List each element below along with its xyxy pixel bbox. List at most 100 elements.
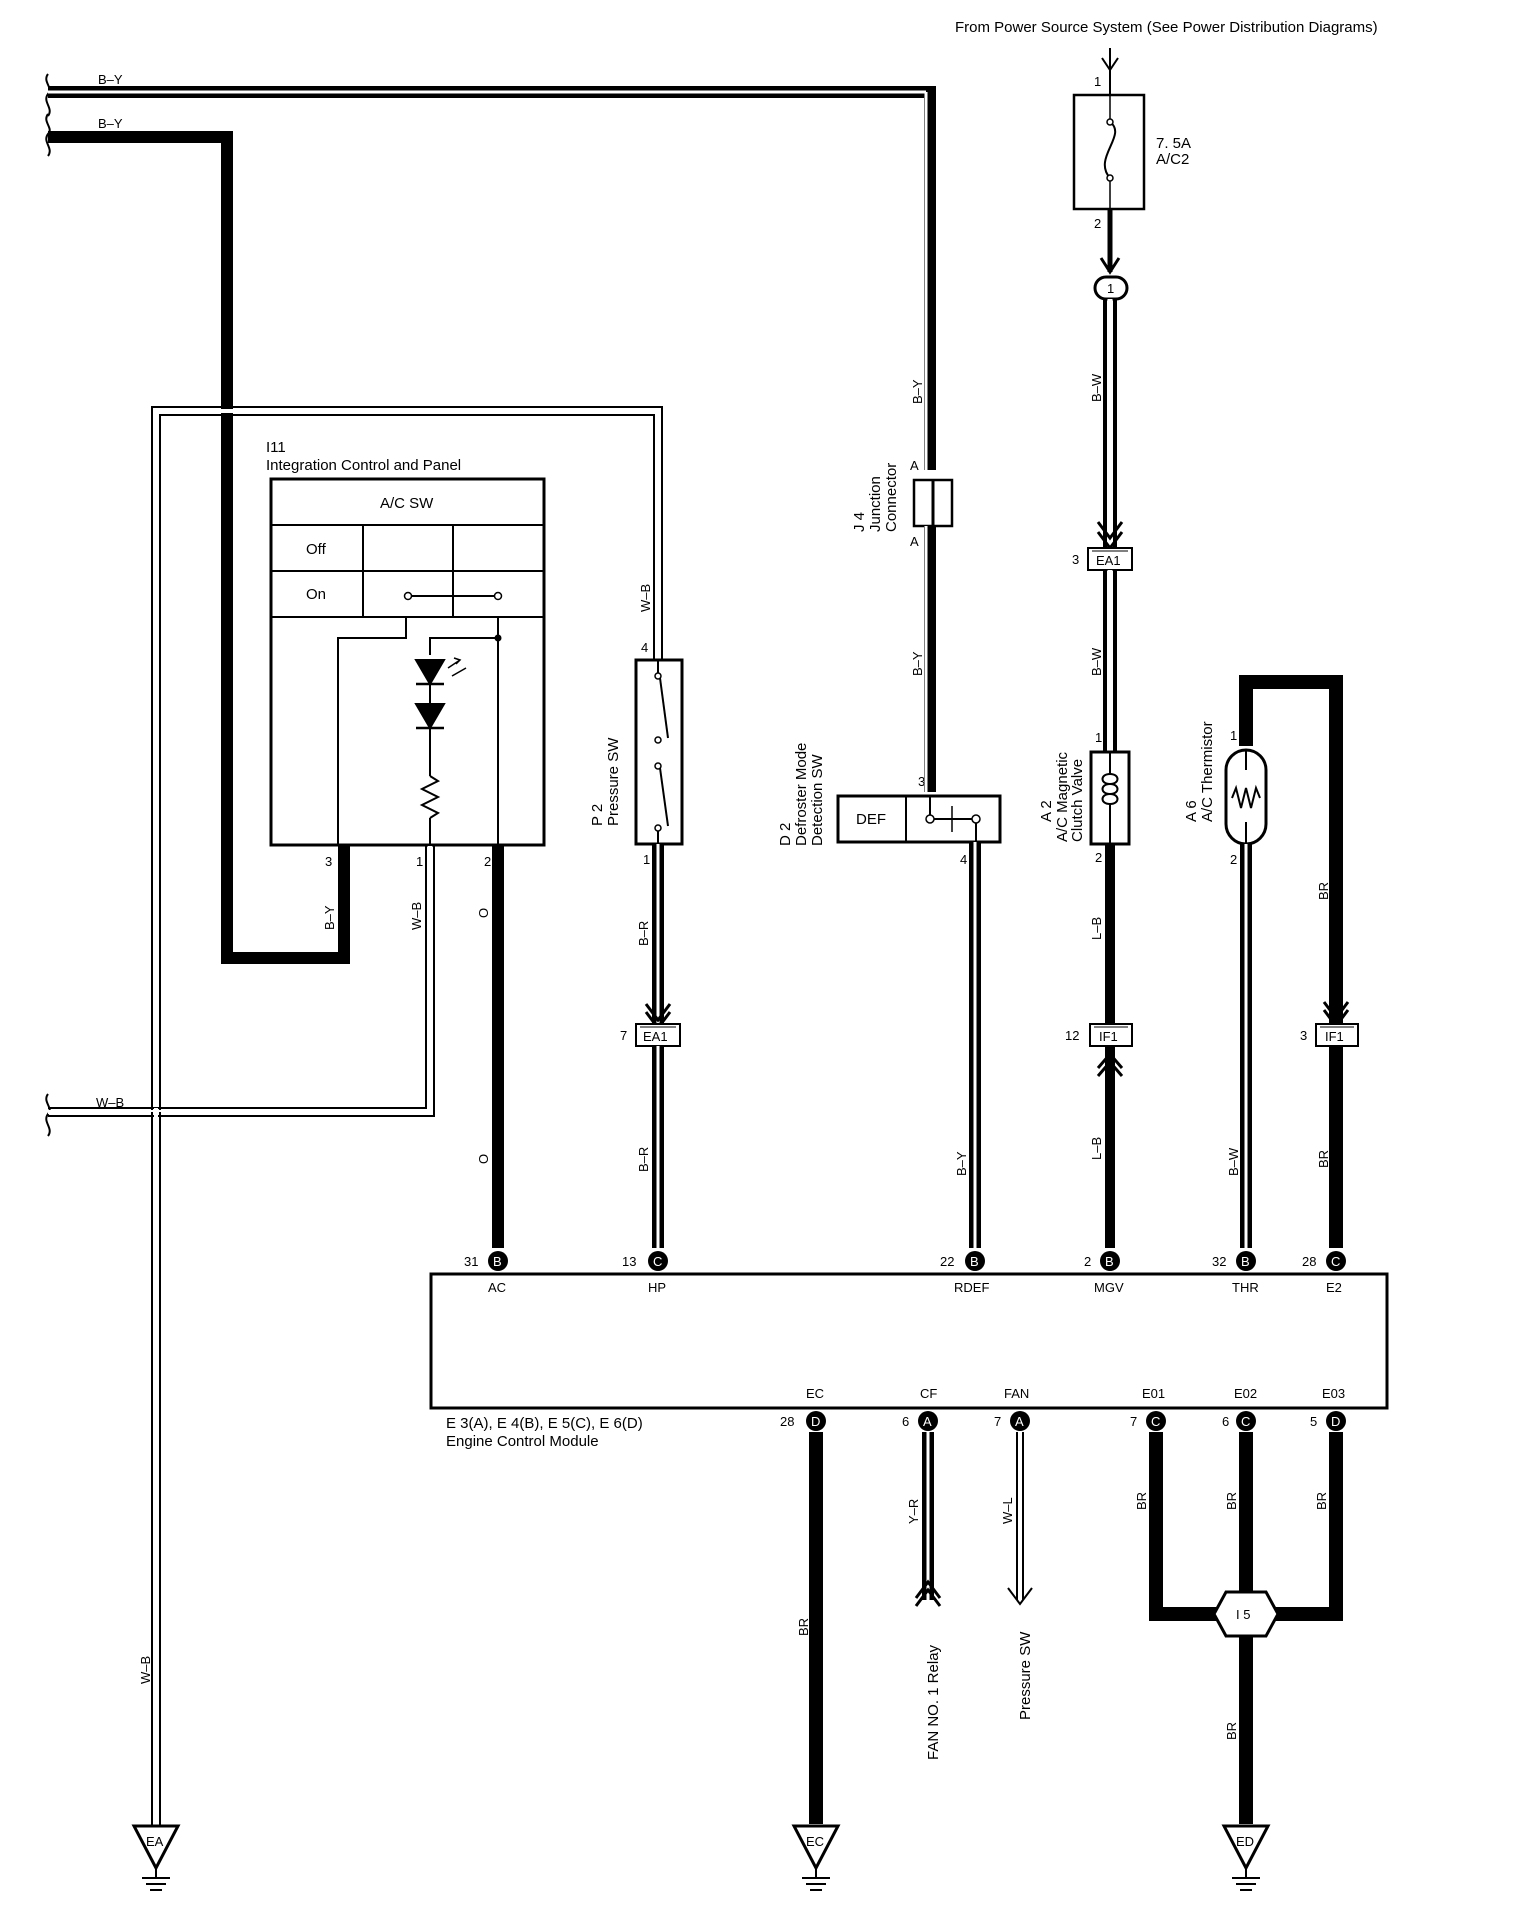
wire-color-br-e03: BR (1314, 1492, 1329, 1510)
d2-def-label: DEF (856, 811, 886, 828)
d2-pin3: 3 (918, 774, 925, 789)
fan-relay-label: FAN NO. 1 Relay (925, 1644, 942, 1760)
wire-color-br-ed: BR (1224, 1722, 1239, 1740)
ac-sw-off: Off (306, 541, 327, 558)
svg-text:C: C (1331, 1254, 1340, 1269)
p2-pin4: 4 (641, 640, 648, 655)
i11-pin2: 2 (484, 854, 491, 869)
wire-color-br-ecm: B–R (636, 1147, 651, 1172)
svg-text:E02: E02 (1234, 1386, 1257, 1401)
j4-code: J 4 (851, 512, 868, 532)
wire-color-br-e01: BR (1134, 1492, 1149, 1510)
junction-i5 (1212, 1590, 1280, 1638)
if1-mgv-pin: 12 (1065, 1028, 1079, 1043)
if1-mgv-name: IF1 (1099, 1029, 1118, 1044)
wire-color-o-top: O (476, 908, 491, 918)
wire-color-br-e02: BR (1224, 1492, 1239, 1510)
d2-code: D 2 (777, 823, 794, 846)
p2-pin1: 1 (643, 852, 650, 867)
junction-1-label: 1 (1107, 281, 1114, 296)
fuse-rating: 7. 5A (1156, 135, 1191, 152)
wire-color-br-ec: BR (796, 1618, 811, 1636)
junction-i5-label: I 5 (1236, 1607, 1250, 1622)
ecm-top-pin: 22 B RDEF (940, 1251, 989, 1295)
j4-name1: Junction (867, 476, 884, 532)
a2-code: A 2 (1038, 800, 1055, 822)
svg-text:E03: E03 (1322, 1386, 1345, 1401)
a6-name: A/C Thermistor (1199, 721, 1216, 822)
svg-text:E2: E2 (1326, 1280, 1342, 1295)
ecm-bottom-pin: E01 7 C (1130, 1386, 1166, 1431)
a6-pin2: 2 (1230, 852, 1237, 867)
wire-color-wb-i11: W–B (638, 584, 653, 612)
svg-text:7: 7 (994, 1414, 1001, 1429)
svg-text:31: 31 (464, 1254, 478, 1269)
fuse-pin-out: 2 (1094, 216, 1101, 231)
svg-text:D: D (811, 1414, 820, 1429)
a6-code: A 6 (1183, 800, 1200, 822)
svg-text:FAN: FAN (1004, 1386, 1029, 1401)
svg-text:AC: AC (488, 1280, 506, 1295)
svg-text:2: 2 (1084, 1254, 1091, 1269)
svg-text:C: C (1151, 1414, 1160, 1429)
coil-icon (1101, 773, 1111, 805)
svg-text:EC: EC (806, 1834, 824, 1849)
ecm-bottom-pin: FAN 7 A (994, 1386, 1030, 1431)
svg-text:28: 28 (780, 1414, 794, 1429)
svg-text:B: B (1241, 1254, 1250, 1269)
svg-text:HP: HP (648, 1280, 666, 1295)
svg-text:B: B (493, 1254, 502, 1269)
i11-pin1: 1 (416, 854, 423, 869)
wire-color-by-j4-top: B–Y (910, 379, 925, 404)
svg-text:CF: CF (920, 1386, 937, 1401)
ecm-top-pin: 13 C HP (622, 1251, 668, 1295)
fuse-icon (1103, 121, 1117, 179)
j4-pin-a-bot: A (910, 534, 919, 549)
svg-text:28: 28 (1302, 1254, 1316, 1269)
ecm-top-pin: 31 B AC (464, 1251, 508, 1295)
wire-color-yr: Y–R (906, 1499, 921, 1524)
a2-name1: A/C Magnetic (1054, 751, 1071, 842)
wire-color-wb-ea: W–B (138, 1656, 153, 1684)
svg-text:C: C (653, 1254, 662, 1269)
wire-color-by-2: B–Y (98, 116, 123, 131)
wire-color-by-j4-bot: B–Y (910, 651, 925, 676)
a2-name2: Clutch Valve (1069, 759, 1086, 842)
a6-pin1: 1 (1230, 728, 1237, 743)
wire-color-o-bot: O (476, 1154, 491, 1164)
svg-text:7: 7 (1130, 1414, 1137, 1429)
svg-text:MGV: MGV (1094, 1280, 1124, 1295)
j4-pin-a-top: A (910, 458, 919, 473)
svg-text:ED: ED (1236, 1834, 1254, 1849)
svg-text:THR: THR (1232, 1280, 1259, 1295)
svg-text:B: B (1105, 1254, 1114, 1269)
fuse-pin-in: 1 (1094, 74, 1101, 89)
fuse-name: A/C2 (1156, 151, 1189, 168)
ground-ea: EA (131, 1824, 181, 1891)
wire-color-br-p2: B–R (636, 921, 651, 946)
svg-text:32: 32 (1212, 1254, 1226, 1269)
p2-code: P 2 (589, 804, 606, 826)
wire-color-bw-ecm: B–W (1226, 1147, 1241, 1176)
i11-panel (269, 477, 546, 847)
pressure-sw-dest-label: Pressure SW (1017, 1631, 1034, 1720)
led-icon (414, 659, 446, 686)
ecm-name: Engine Control Module (446, 1433, 599, 1450)
wire-color-wb-left: W–B (96, 1095, 124, 1110)
wire-color-wl: W–L (1000, 1497, 1015, 1524)
a2-pin1: 1 (1095, 730, 1102, 745)
svg-text:EC: EC (806, 1386, 824, 1401)
wire-color-lb-a2: L–B (1089, 917, 1104, 940)
d2-name1: Defroster Mode (793, 743, 810, 846)
wire-color-wb-i11-pin1: W–B (409, 902, 424, 930)
p2-name: Pressure SW (605, 737, 622, 826)
svg-text:6: 6 (902, 1414, 909, 1429)
a2-pin2: 2 (1095, 850, 1102, 865)
wire-color-br-a6: BR (1316, 882, 1331, 900)
d2-name2: Detection SW (809, 753, 826, 846)
i11-code: I11 (266, 439, 286, 456)
ea1-mid-name: EA1 (643, 1029, 668, 1044)
thermistor-icon (1231, 784, 1261, 809)
svg-text:E01: E01 (1142, 1386, 1165, 1401)
